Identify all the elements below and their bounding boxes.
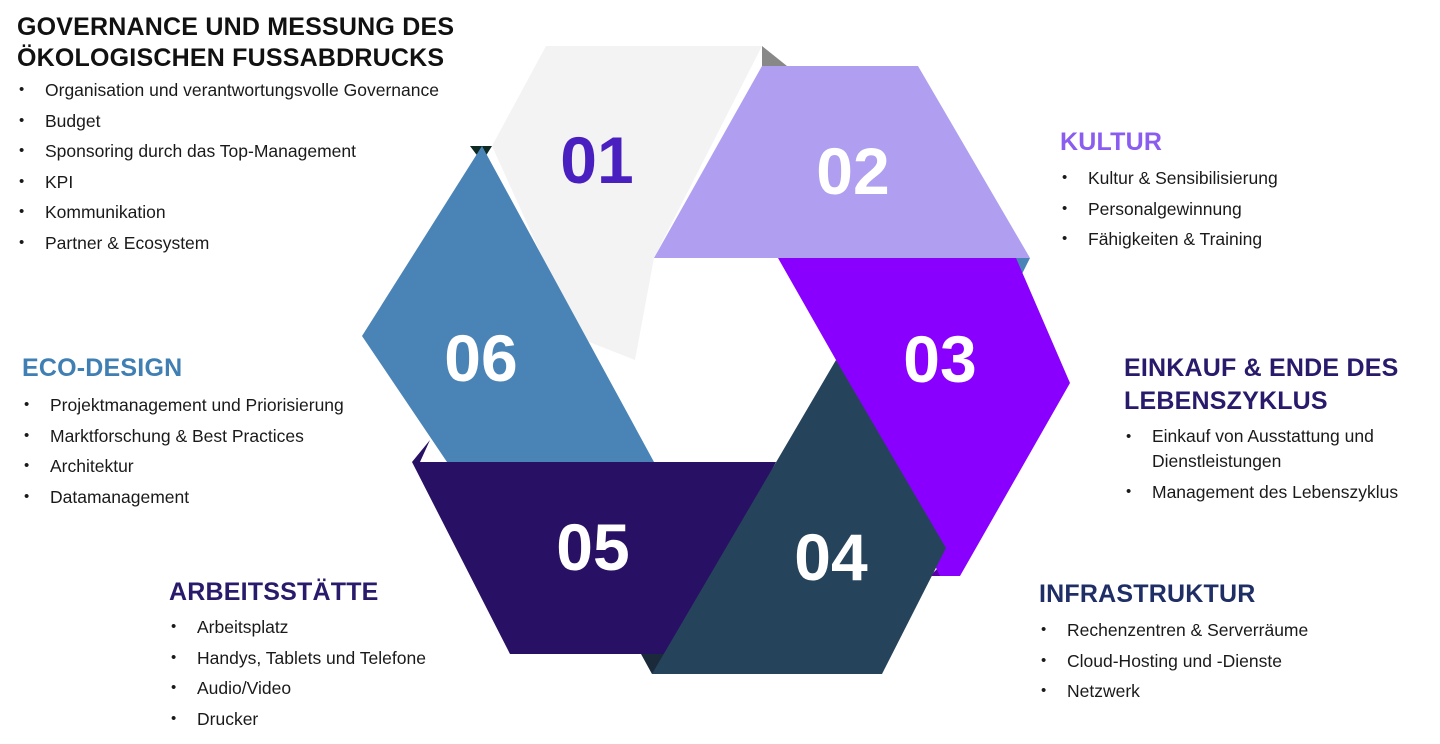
list-item: Handys, Tablets und Telefone: [169, 643, 529, 674]
segment-number-06: 06: [444, 321, 517, 395]
list-item: Einkauf von Ausstattung und Dienstleistu…: [1124, 424, 1422, 477]
fold-accent-01: [762, 46, 787, 66]
section-title: INFRASTRUKTUR: [1039, 580, 1256, 608]
section-einkauf: EINKAUF & ENDE DES LEBENSZYKLUS Einkauf …: [1124, 352, 1434, 508]
segment-number-02: 02: [816, 134, 889, 208]
list-item: Audio/Video: [169, 673, 529, 704]
bullet-list: Arbeitsplatz Handys, Tablets und Telefon…: [169, 612, 529, 734]
segment-number-05: 05: [556, 510, 629, 584]
list-item: Sponsoring durch das Top-Management: [17, 136, 507, 167]
bullet-list: Projektmanagement und Priorisierung Mark…: [22, 390, 402, 512]
list-item: Rechenzentren & Serverräume: [1039, 615, 1399, 646]
bullet-list: Rechenzentren & Serverräume Cloud-Hostin…: [1039, 615, 1399, 707]
section-eco-design: ECO-DESIGN Projektmanagement und Prioris…: [22, 352, 402, 512]
section-title: EINKAUF & ENDE DES LEBENSZYKLUS: [1124, 352, 1434, 418]
segment-number-03: 03: [903, 322, 976, 396]
title-line-2: LEBENSZYKLUS: [1124, 387, 1328, 415]
fold-accent-05: [412, 440, 430, 462]
segment-02: [654, 66, 1030, 258]
list-item: Marktforschung & Best Practices: [22, 421, 402, 452]
title-line-1: GOVERNANCE UND MESSUNG DES: [17, 13, 455, 41]
segment-03: [778, 258, 1070, 576]
list-item: Netzwerk: [1039, 676, 1399, 707]
segment-number-04: 04: [794, 520, 868, 594]
section-infrastruktur: INFRASTRUKTUR Rechenzentren & Serverräum…: [1039, 578, 1399, 707]
section-kultur: KULTUR Kultur & Sensibilisierung Persona…: [1060, 126, 1390, 255]
segment-04: [652, 360, 946, 674]
bullet-list: Organisation und verantwortungsvolle Gov…: [17, 75, 507, 259]
bullet-list: Einkauf von Ausstattung und Dienstleistu…: [1124, 424, 1434, 508]
list-item: Partner & Ecosystem: [17, 228, 507, 259]
list-item: Kommunikation: [17, 197, 507, 228]
list-item: Budget: [17, 106, 507, 137]
list-item: Architektur: [22, 451, 402, 482]
section-title: KULTUR: [1060, 128, 1163, 156]
section-title: GOVERNANCE UND MESSUNG DES ÖKOLOGISCHEN …: [17, 12, 507, 74]
section-title: ECO-DESIGN: [22, 354, 183, 382]
segment-number-01: 01: [560, 123, 633, 197]
list-item: Datamanagement: [22, 482, 402, 513]
list-item: Organisation und verantwortungsvolle Gov…: [17, 75, 507, 106]
list-item: Management des Lebenszyklus: [1124, 477, 1434, 508]
list-item: Fähigkeiten & Training: [1060, 224, 1390, 255]
segment-01: [492, 46, 762, 360]
list-item: Personalgewinnung: [1060, 194, 1390, 225]
title-line-1: EINKAUF & ENDE DES: [1124, 354, 1399, 382]
list-item: KPI: [17, 167, 507, 198]
list-item: Cloud-Hosting und -Dienste: [1039, 646, 1399, 677]
title-line-2: ÖKOLOGISCHEN FUSSABDRUCKS: [17, 44, 445, 72]
list-item: Arbeitsplatz: [169, 612, 529, 643]
list-item: Projektmanagement und Priorisierung: [22, 390, 402, 421]
list-item: Drucker: [169, 704, 529, 735]
list-item: Kultur & Sensibilisierung: [1060, 163, 1390, 194]
section-governance: GOVERNANCE UND MESSUNG DES ÖKOLOGISCHEN …: [17, 12, 507, 259]
bullet-list: Kultur & Sensibilisierung Personalgewinn…: [1060, 163, 1390, 255]
section-title: ARBEITSSTÄTTE: [169, 578, 379, 606]
section-arbeitsstaette: ARBEITSSTÄTTE Arbeitsplatz Handys, Table…: [169, 576, 529, 734]
segment-05: [412, 462, 776, 654]
